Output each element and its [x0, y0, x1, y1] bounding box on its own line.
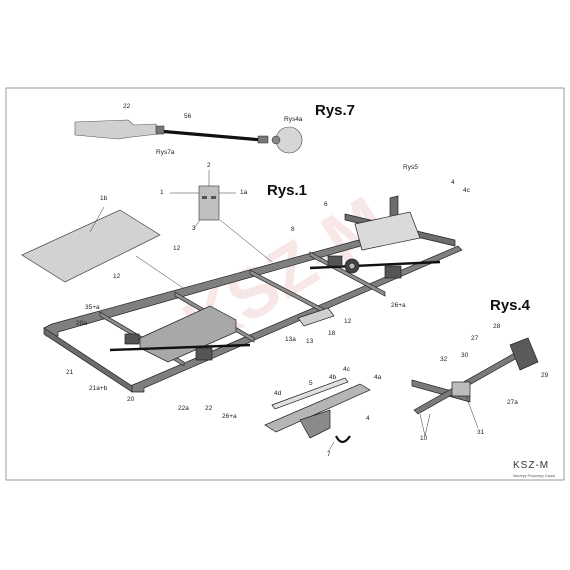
- bumper-detail: [264, 377, 371, 453]
- logo-text: KSZ-M: [513, 460, 550, 471]
- plate-detail: [170, 170, 273, 263]
- brand-logo: KSZ-M Naczepy Przyczepy Części: [513, 455, 555, 478]
- callout-label: 18: [328, 330, 336, 337]
- callout-label: 4d: [274, 390, 282, 397]
- callout-label: Rys4a: [284, 116, 303, 123]
- callout-label: 22: [123, 103, 131, 110]
- callout-label: 26+a: [222, 413, 237, 420]
- floor-plate: [21, 206, 187, 291]
- main-chassis: [43, 195, 463, 393]
- callout-label: 4a: [374, 374, 382, 381]
- callout-label: 12: [113, 273, 121, 280]
- callout-label: 20: [127, 396, 135, 403]
- callout-label: 3: [192, 225, 196, 232]
- sheet-border: [5, 87, 565, 481]
- callout-label: 21: [66, 369, 74, 376]
- callout-label: 28: [493, 323, 501, 330]
- callout-label: 13a: [285, 336, 296, 343]
- callout-label: 6: [324, 201, 328, 208]
- callout-label: 26+a: [391, 302, 406, 309]
- callout-label: 4: [366, 415, 370, 422]
- callout-label: 4c: [343, 366, 350, 373]
- rys4-hitch: [411, 337, 539, 437]
- callout-label: 1a: [240, 189, 248, 196]
- callout-label: 7: [327, 451, 331, 458]
- callout-label: Rys7a: [156, 149, 175, 156]
- logo-subtitle: Naczepy Przyczepy Części: [513, 474, 556, 478]
- callout-label: 22a: [178, 405, 189, 412]
- rys7-assembly: [74, 119, 303, 154]
- rys1-title: Rys.1: [267, 182, 308, 199]
- callout-label: 35+a: [85, 304, 100, 311]
- callout-label: 21a+b: [89, 385, 108, 392]
- callout-label: 2: [207, 162, 211, 169]
- callout-label: 22: [205, 405, 213, 412]
- callout-label: Rys5: [403, 164, 418, 171]
- callout-label: 30: [461, 352, 469, 359]
- callout-label: 8: [291, 226, 295, 233]
- callout-label: 29: [541, 372, 549, 379]
- rys7-title: Rys.7: [315, 102, 356, 119]
- callout-label: 32: [440, 356, 448, 363]
- callout-label: 56: [184, 113, 192, 120]
- callout-label: 4c: [463, 187, 470, 194]
- callout-label: 1b: [100, 195, 108, 202]
- callout-label: 12: [173, 245, 181, 252]
- rys4-title: Rys.4: [490, 297, 531, 314]
- callout-label: 27a: [507, 399, 518, 406]
- callout-label: 5: [309, 380, 313, 387]
- callout-label: 20a: [76, 320, 87, 327]
- callout-label: 13: [306, 338, 314, 345]
- callout-label: 27: [471, 335, 479, 342]
- callout-label: 4: [451, 179, 455, 186]
- callout-label: 10: [420, 435, 428, 442]
- callout-label: 1: [160, 189, 164, 196]
- callout-label: 31: [477, 429, 485, 436]
- callout-label: 4b: [329, 374, 337, 381]
- callout-label: 12: [344, 318, 352, 325]
